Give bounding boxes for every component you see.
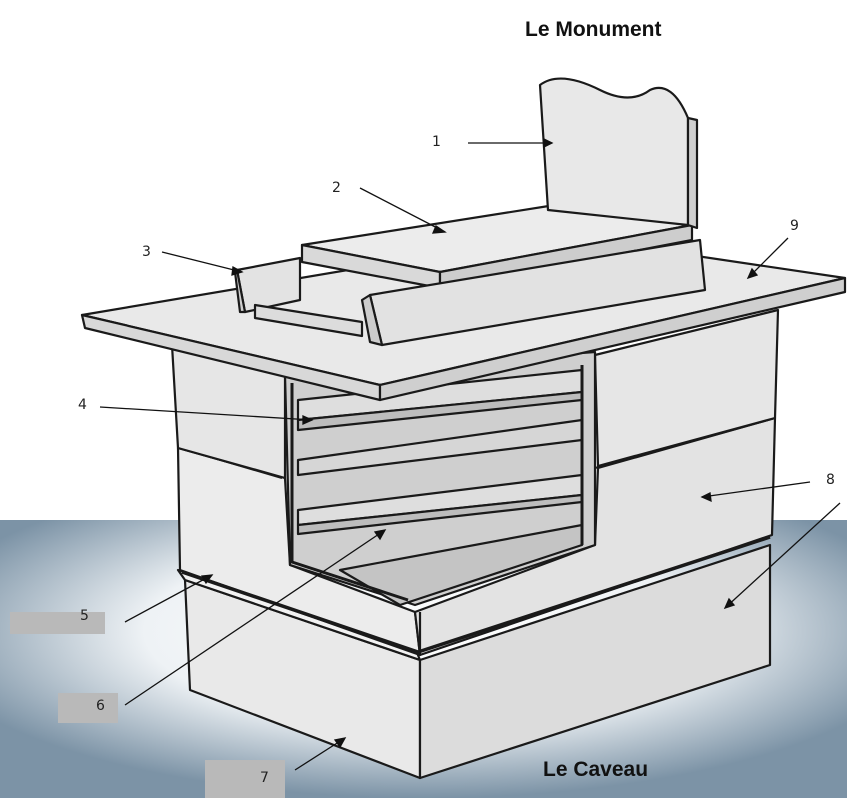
arrow-3 (161, 251, 243, 273)
callout-8: 8 (826, 472, 835, 488)
arrow-8a (701, 481, 811, 498)
headstone (538, 77, 699, 230)
arrow-5 (124, 574, 213, 623)
caveau-bottom-block (176, 543, 772, 780)
border-frame (233, 238, 707, 347)
callout-7: 7 (260, 770, 269, 786)
callout-1: 1 (432, 134, 441, 150)
arrow-4 (99, 406, 313, 421)
label-tab-6 (58, 693, 118, 723)
callout-4: 4 (78, 397, 87, 413)
callout-3: 3 (142, 244, 151, 260)
callout-2: 2 (332, 180, 341, 196)
arrow-2 (359, 187, 446, 233)
callout-lines (99, 137, 841, 771)
callout-6: 6 (96, 698, 105, 714)
arrow-8b (724, 502, 841, 609)
label-tab-5 (10, 612, 105, 634)
callout-5: 5 (80, 608, 89, 624)
title-monument: Le Monument (525, 18, 662, 41)
caveau-upper-block (170, 308, 780, 480)
title-caveau: Le Caveau (543, 758, 649, 781)
label-tab-7 (205, 760, 285, 798)
caveau-interior (283, 350, 597, 607)
arrow-6 (124, 529, 386, 706)
callout-9: 9 (790, 218, 799, 234)
